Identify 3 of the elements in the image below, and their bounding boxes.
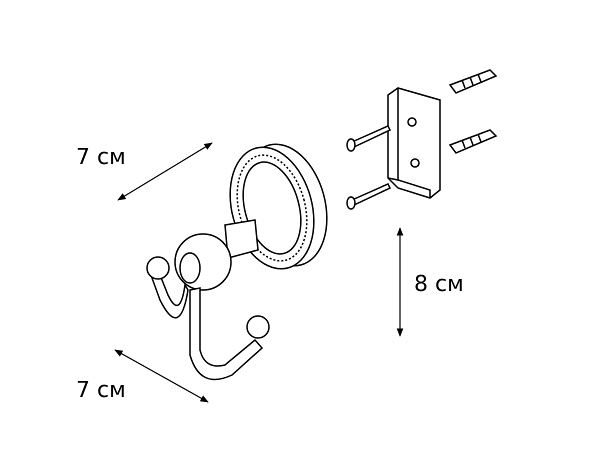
dimension-label: 7 см bbox=[76, 147, 126, 169]
dimension-label: 8 см bbox=[414, 274, 464, 296]
dimension-label: 7 см bbox=[76, 380, 126, 402]
